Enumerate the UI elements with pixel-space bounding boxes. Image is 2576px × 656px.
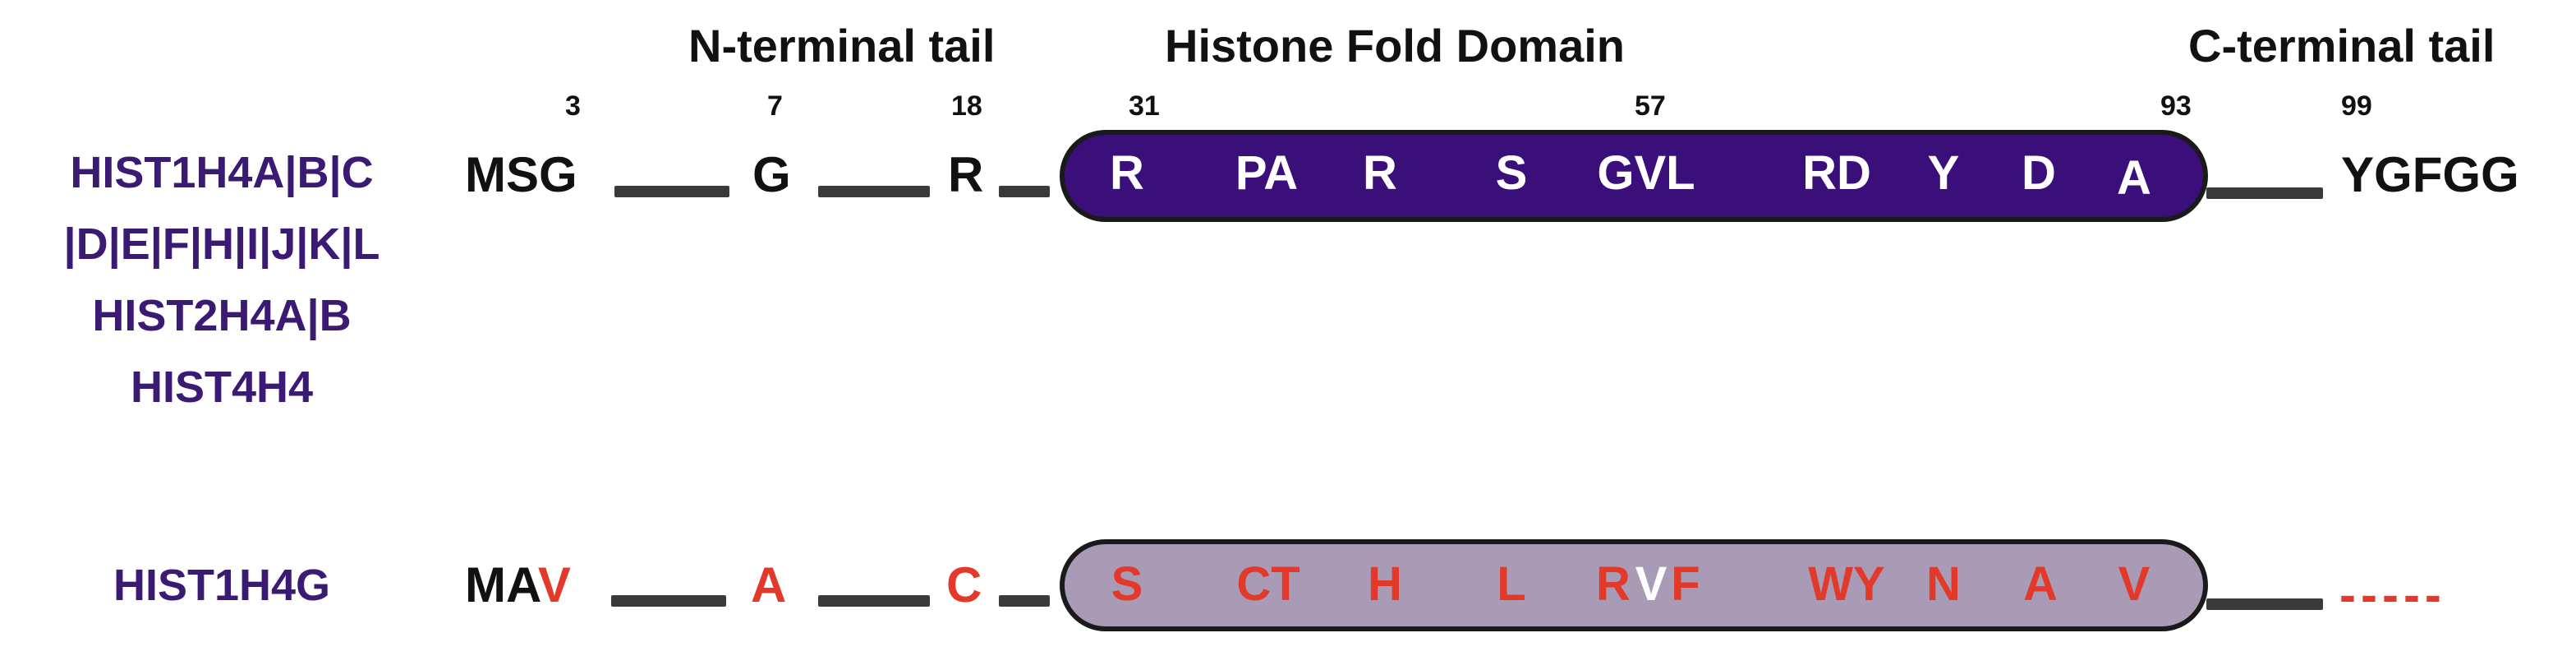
bottom-fold-letter: H xyxy=(1368,557,1402,611)
position-99: 99 xyxy=(2341,90,2372,122)
bottom-fold-letter: N xyxy=(1926,557,1961,611)
bottom-linker-1 xyxy=(611,595,726,607)
top-fold-letter: R xyxy=(1363,146,1397,200)
n-terminal-header: N-terminal tail xyxy=(688,20,996,72)
top-fold-letter: D xyxy=(2022,146,2056,200)
position-93: 93 xyxy=(2160,90,2192,122)
top-linker-1 xyxy=(614,186,729,197)
bottom-fold-letter: L xyxy=(1497,557,1526,611)
top-r18: R xyxy=(948,147,984,202)
top-linker-4 xyxy=(2206,187,2323,199)
mutant-gene-label: HIST1H4G xyxy=(113,561,331,610)
bottom-linker-2 xyxy=(818,595,930,607)
position-31: 31 xyxy=(1129,90,1160,122)
top-fold-letter: Y xyxy=(1927,146,1960,200)
bottom-c18: C xyxy=(946,557,982,612)
top-fold-letter: GVL xyxy=(1597,146,1695,200)
position-18: 18 xyxy=(951,90,982,122)
top-fold-letter: A xyxy=(2117,151,2151,205)
top-linker-3 xyxy=(999,186,1050,197)
histone-fold-domain-mutant xyxy=(1060,539,2208,631)
bottom-linker-4 xyxy=(2206,598,2323,610)
bottom-fold-letter: CT xyxy=(1236,557,1300,611)
position-57: 57 xyxy=(1635,90,1666,122)
top-fold-letter: PA xyxy=(1235,146,1299,200)
bottom-fold-letter: R xyxy=(1596,557,1631,611)
position-3: 3 xyxy=(565,90,581,122)
top-suffix: YGFGG xyxy=(2341,147,2519,202)
top-prefix: MSG xyxy=(465,147,577,202)
bottom-fold-letter: A xyxy=(2023,557,2058,611)
top-g7: G xyxy=(752,147,791,202)
bottom-prefix-mutation: V xyxy=(537,557,571,612)
c-terminal-header: C-terminal tail xyxy=(2188,20,2496,72)
bottom-a7: A xyxy=(751,557,787,612)
bottom-prefix-black: MA xyxy=(465,557,538,612)
bottom-fold-letter: V xyxy=(2118,557,2150,611)
top-fold-letter: S xyxy=(1495,146,1528,200)
bottom-fold-letter: F xyxy=(1671,557,1700,611)
top-linker-2 xyxy=(818,186,930,197)
top-fold-letter: R xyxy=(1110,146,1144,200)
fold-domain-header: Histone Fold Domain xyxy=(1165,20,1625,72)
gene-label-line-3: HIST2H4A|B xyxy=(92,291,352,340)
top-fold-letter: RD xyxy=(1802,146,1871,200)
gene-label-line-1: HIST1H4A|B|C xyxy=(70,148,374,197)
bottom-fold-letter-wildtype: V xyxy=(1635,557,1668,611)
bottom-deleted-tail: ----- xyxy=(2339,567,2446,622)
gene-label-line-4: HIST4H4 xyxy=(130,363,314,412)
gene-label-line-2: |D|E|F|H|I|J|K|L xyxy=(63,219,380,269)
bottom-fold-letter: WY xyxy=(1808,557,1885,611)
bottom-prefix: MAV xyxy=(465,561,571,610)
histone-fold-domain-top xyxy=(1060,130,2208,222)
bottom-fold-letter: S xyxy=(1111,557,1143,611)
bottom-linker-3 xyxy=(999,595,1050,607)
position-7: 7 xyxy=(767,90,783,122)
